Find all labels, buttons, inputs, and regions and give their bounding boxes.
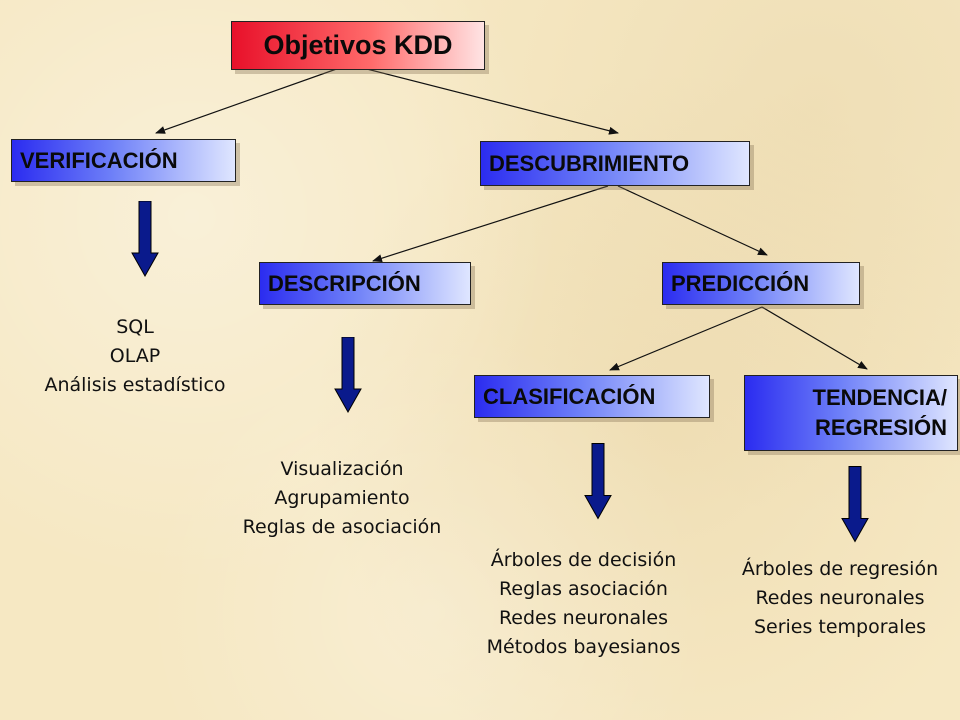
node-verificacion-label: VERIFICACIÓN [20,147,178,173]
node-descubrimiento-label: DESCUBRIMIENTO [489,150,690,176]
list-item: Agrupamiento [274,487,410,509]
list-item: Redes neuronales [498,607,669,629]
list-item: Visualización [280,458,404,480]
list-item: Series temporales [753,616,927,638]
node-descripcion-label: DESCRIPCIÓN [268,270,421,296]
list-item: Árboles de decisión [490,549,677,571]
list-item: OLAP [109,345,161,367]
node-verificacion: VERIFICACIÓN [11,139,236,182]
connector-root-verificacion [155,65,346,134]
node-clasificacion-label: CLASIFICACIÓN [483,383,656,409]
node-prediccion: PREDICCIÓN [662,262,860,305]
down-arrow-clasificacion [584,443,612,520]
tendencia-techniques-list: Árboles de regresión Redes neuronales Se… [722,555,958,642]
list-item: Reglas asociación [499,578,668,600]
list-item: Análisis estadístico [44,374,226,396]
verificacion-techniques-list: SQL OLAP Análisis estadístico [20,313,250,400]
list-item: Árboles de regresión [741,558,939,580]
list-item: Redes neuronales [755,587,925,609]
root-node-objetivos-kdd: Objetivos KDD [231,21,485,70]
node-tendencia-label-line1: TENDENCIA/ [812,385,947,410]
node-tendencia-regresion: TENDENCIA/ REGRESIÓN [744,375,958,451]
node-clasificacion: CLASIFICACIÓN [474,375,710,418]
down-arrow-descripcion [334,337,362,413]
node-descripcion: DESCRIPCIÓN [259,262,471,305]
list-item: Reglas de asociación [242,516,442,538]
connector-descubrimiento-descripcion [372,185,609,263]
node-tendencia-label-line2: REGRESIÓN [814,415,947,440]
down-arrow-tendencia [841,466,869,543]
list-item: SQL [116,316,154,338]
list-item: Métodos bayesianos [486,636,681,658]
connector-prediccion-clasificacion [609,306,763,371]
node-descubrimiento: DESCUBRIMIENTO [480,141,750,186]
connector-descubrimiento-prediccion [617,185,768,256]
descripcion-techniques-list: Visualización Agrupamiento Reglas de aso… [222,455,462,542]
clasificacion-techniques-list: Árboles de decisión Reglas asociación Re… [466,546,701,662]
connector-prediccion-tendencia [761,306,868,370]
down-arrow-verificacion [131,201,159,277]
connector-root-descubrimiento [354,65,619,135]
node-prediccion-label: PREDICCIÓN [671,270,810,296]
root-node-label: Objetivos KDD [263,30,453,60]
